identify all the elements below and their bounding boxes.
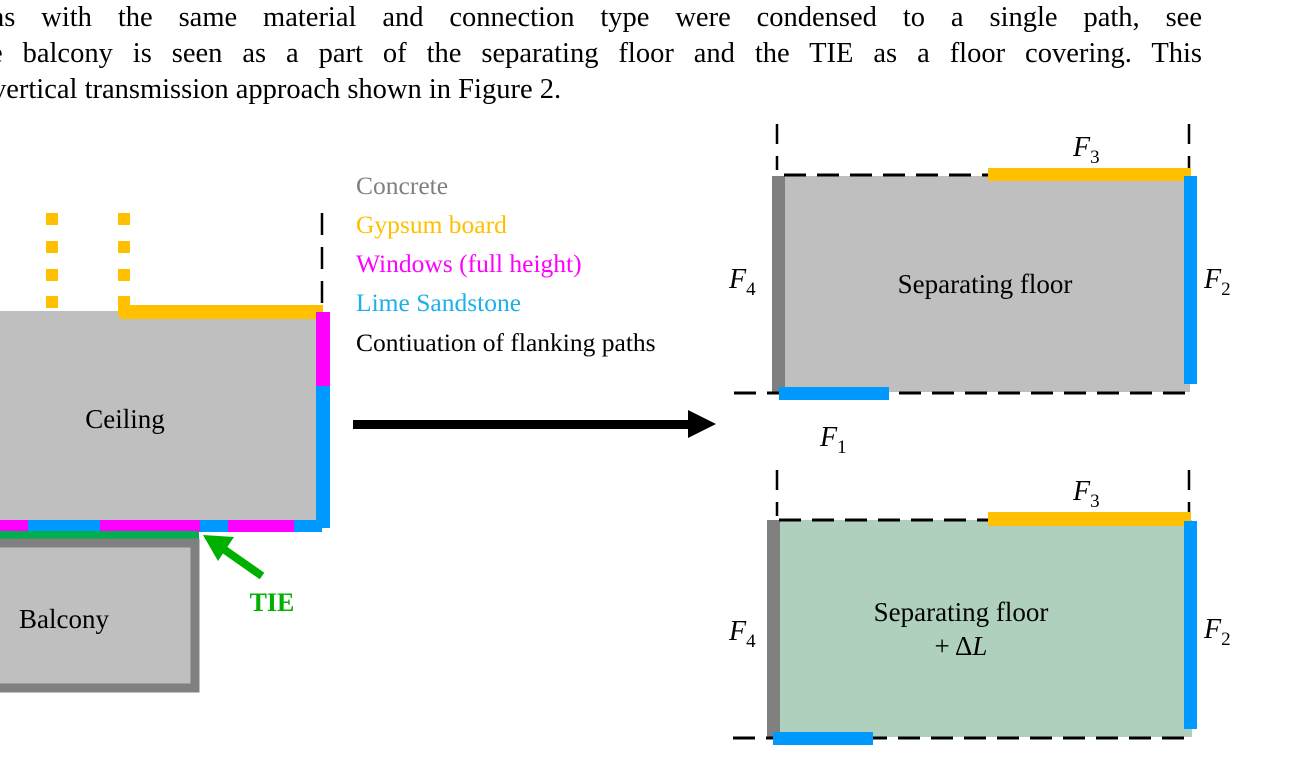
label-f4-top: F4 (728, 264, 756, 300)
flanking-path-f4-edge-bottom (767, 520, 780, 737)
tie-label: TIE (250, 588, 295, 617)
paragraph-line-1: ns with the same material and connection… (0, 2, 1202, 33)
label-f3-bottom: F3 (1072, 476, 1100, 512)
legend-item-concrete: Concrete (356, 171, 448, 200)
top-right-diagram: Separating floor F3 F4 F2 F1 (728, 124, 1231, 458)
separating-floor-covered-label-line1: Separating floor (874, 597, 1049, 627)
balcony-label: Balcony (19, 604, 109, 634)
bottom-right-diagram: Separating floor + ΔL F3 F4 F2 (728, 470, 1231, 745)
flanking-path-f3-edge (988, 168, 1191, 181)
label-f1-top: F1 (819, 422, 847, 458)
paragraph-line-3: vertical transmission approach shown in … (0, 74, 562, 105)
flanking-path-f4-edge (772, 176, 785, 392)
flanking-path-f1-edge-bottom (773, 732, 873, 745)
legend-item-gypsum-board: Gypsum board (356, 210, 507, 239)
tie-arrow-icon (203, 535, 265, 580)
separating-floor-label: Separating floor (898, 269, 1073, 299)
label-f3-top: F3 (1072, 132, 1100, 168)
ceiling-slab (0, 311, 316, 521)
separating-floor-covered-label-line2: + ΔL (935, 631, 988, 661)
tie-strip (0, 531, 199, 540)
label-f2-top: F2 (1203, 264, 1231, 300)
legend-item-windows: Windows (full height) (356, 249, 582, 278)
separating-floor-covered-slab (767, 520, 1192, 737)
ceiling-bottom-edge (0, 520, 322, 532)
legend-item-continuation: Contiuation of flanking paths (356, 328, 656, 357)
gypsum-board-top (120, 305, 323, 319)
label-f4-bottom: F4 (728, 616, 756, 652)
window-right-edge (316, 312, 330, 386)
transform-arrow-icon (353, 410, 716, 438)
legend-item-lime-sandstone: Lime Sandstone (356, 288, 521, 317)
balcony-slab (0, 538, 200, 693)
label-f2-bottom: F2 (1203, 614, 1231, 650)
ceiling-label: Ceiling (85, 404, 165, 434)
flanking-path-f3-edge-bottom (988, 512, 1191, 526)
flanking-path-f1-edge (779, 387, 889, 400)
paragraph-line-2: e balcony is seen as a part of the separ… (0, 38, 1202, 69)
legend: Concrete Gypsum board Windows (full heig… (356, 171, 656, 357)
gypsum-dotted-wall-2 (118, 213, 130, 308)
gypsum-dotted-wall-1 (46, 213, 58, 308)
left-diagram: Ceiling Balcony TIE (0, 213, 330, 693)
separating-floor-slab (772, 176, 1190, 392)
lime-sandstone-right-edge (316, 386, 330, 528)
gypsum-board-corner (118, 296, 130, 316)
flanking-path-f2-edge-bottom (1184, 521, 1197, 729)
flanking-path-f2-edge (1184, 176, 1197, 384)
